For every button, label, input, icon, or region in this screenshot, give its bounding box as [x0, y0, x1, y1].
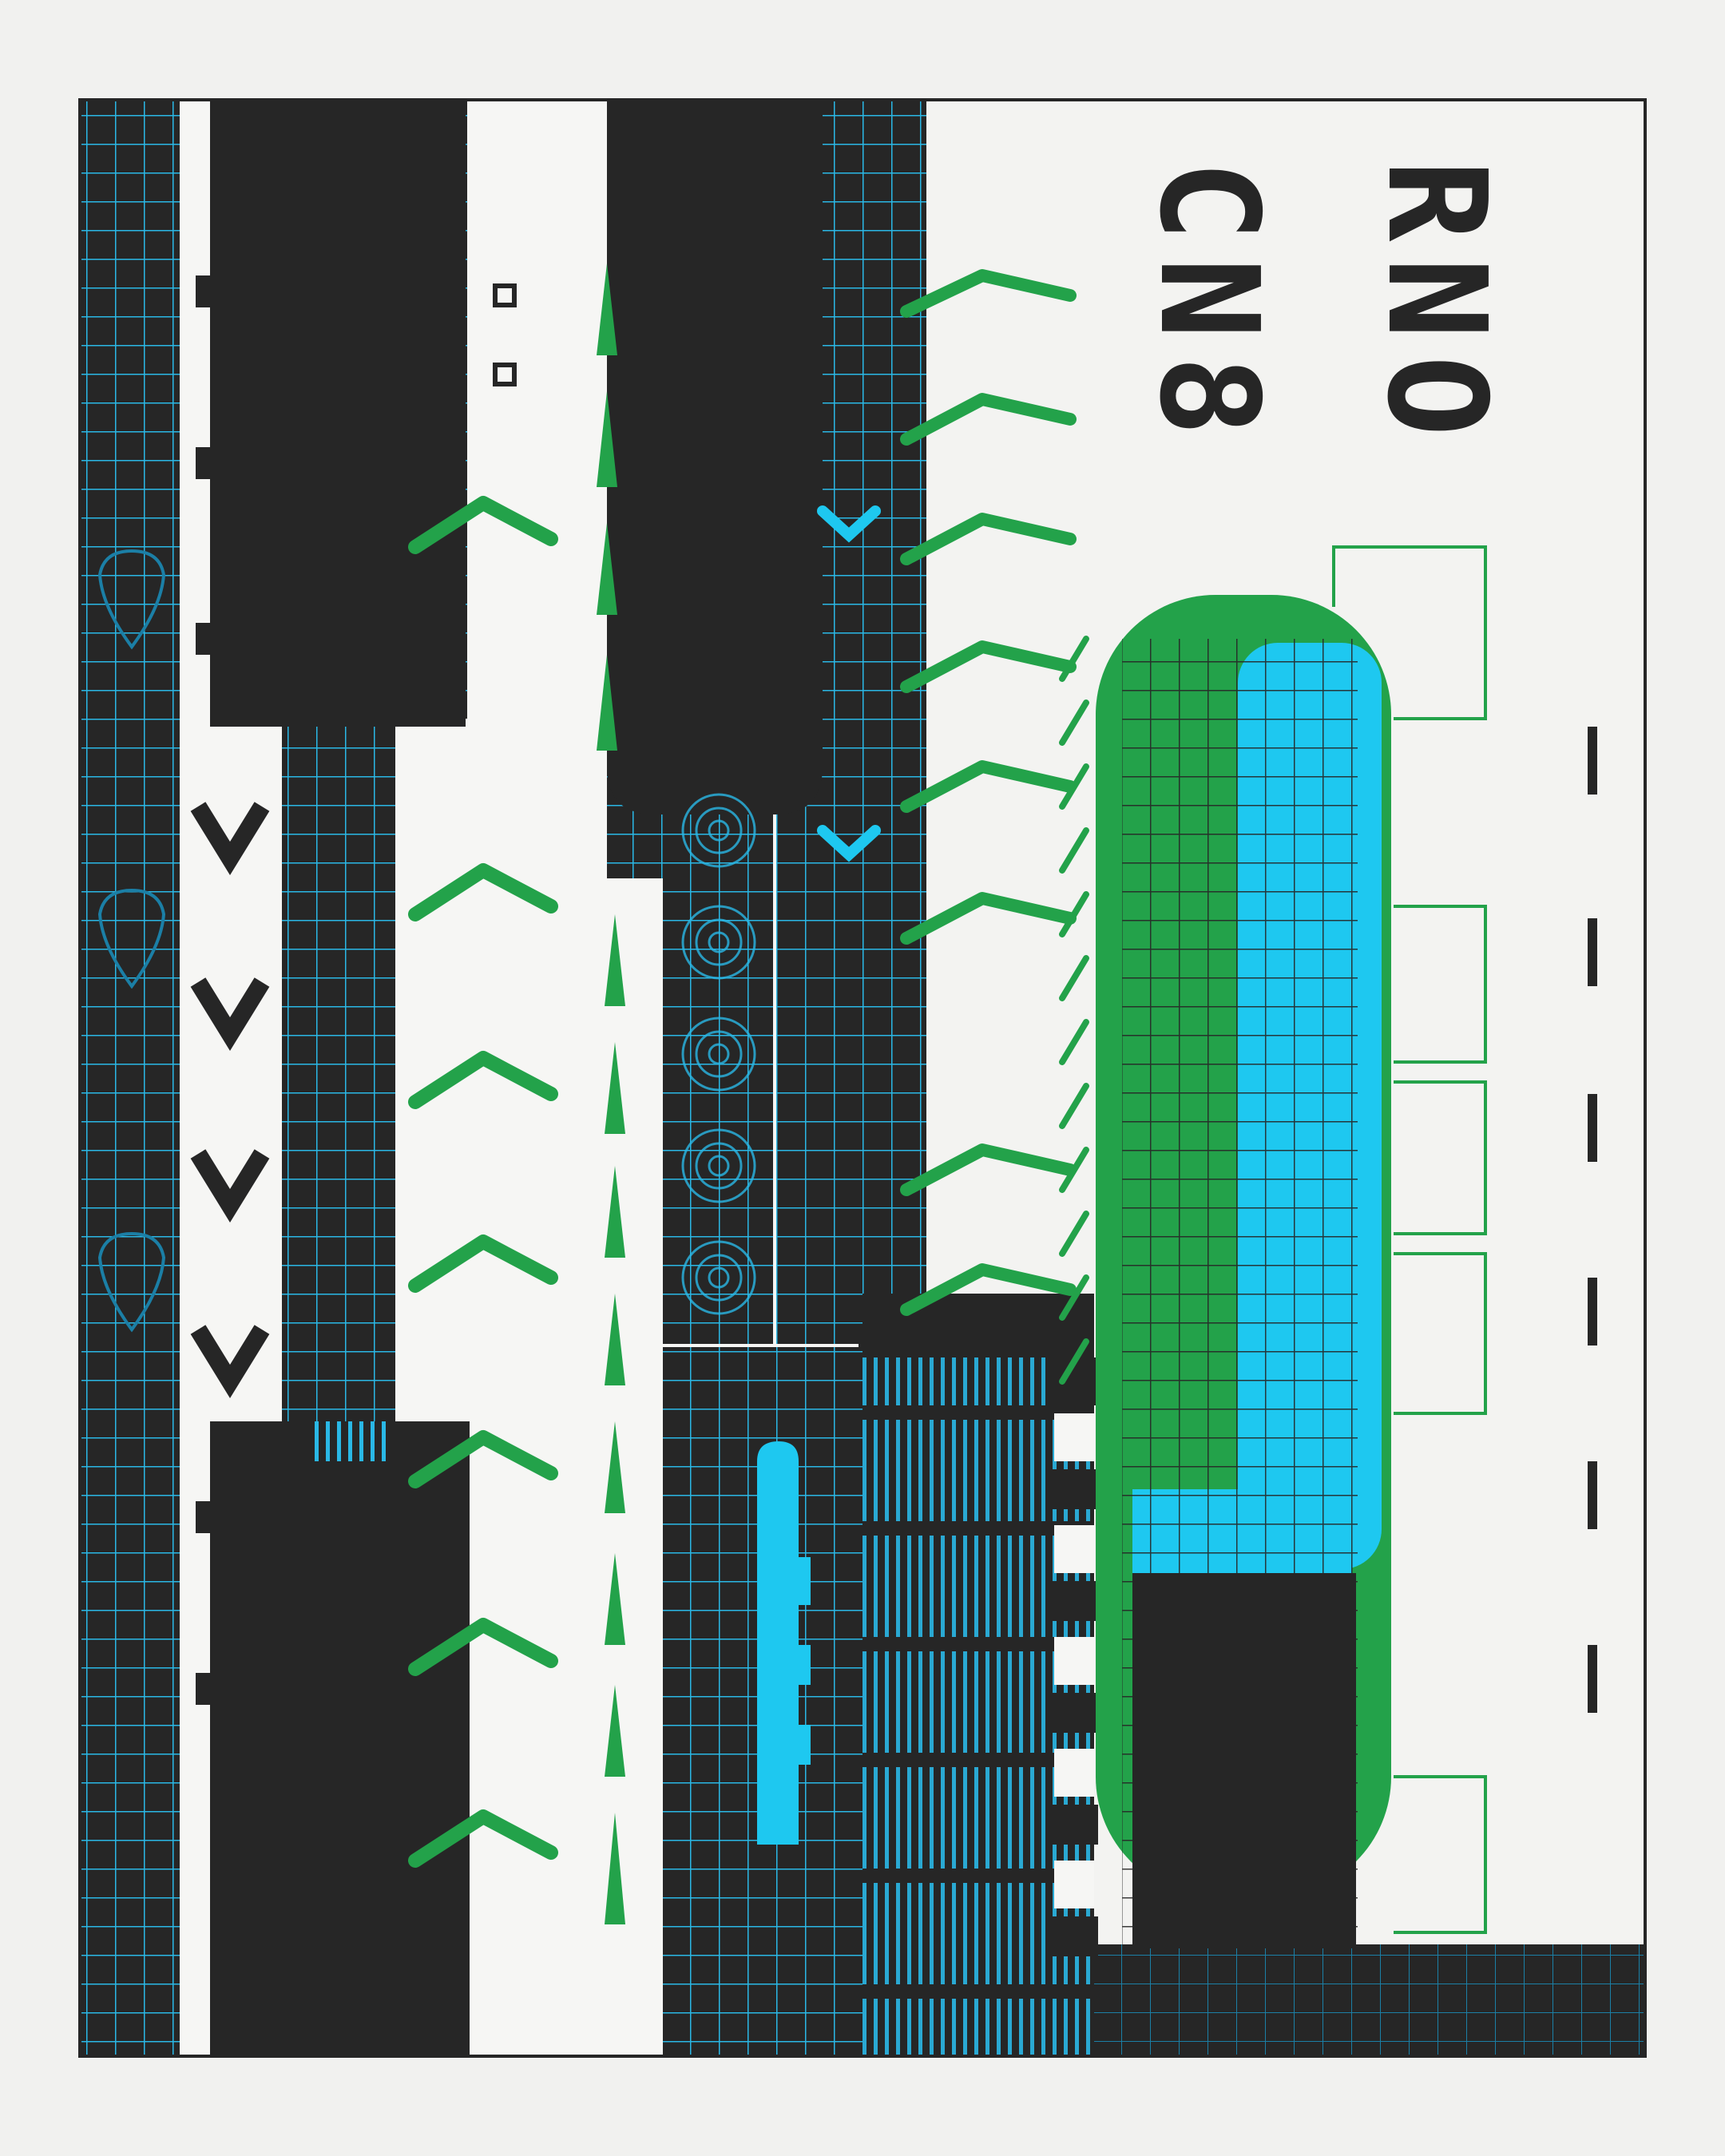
- heart-outline-icons: [97, 549, 166, 1333]
- square-icon: [493, 363, 517, 386]
- chevron-down-icons: [817, 505, 881, 862]
- dark-column-upper: [210, 100, 466, 727]
- chevron-black-icons: [190, 802, 270, 1398]
- cyan-notched-bar: [757, 1441, 811, 1845]
- glyph-text-right: RNO: [1357, 160, 1515, 453]
- chevron-up-icons: [408, 496, 558, 1868]
- dark-rounded-block: [607, 100, 823, 814]
- spiral-icons: [681, 793, 756, 1315]
- square-icon: [493, 283, 517, 307]
- glyph-text-left: CN8: [1129, 160, 1287, 453]
- spike-icons: [597, 264, 625, 1924]
- dark-column-lower: [210, 1421, 470, 2056]
- white-strip-mid: [467, 100, 607, 2056]
- dash-column: [1588, 727, 1597, 1713]
- frame-border: [78, 98, 1647, 2058]
- green-capsule: [1096, 595, 1391, 1948]
- white-strip-left: [180, 100, 210, 2056]
